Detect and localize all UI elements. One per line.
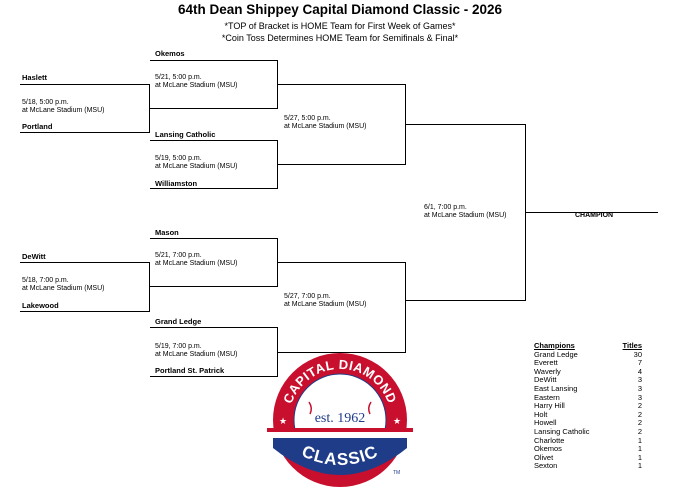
table-row: Howell 2 xyxy=(534,419,642,428)
game-venue: at McLane Stadium (MSU) xyxy=(155,163,238,170)
team-lakewood: Lakewood xyxy=(22,301,59,310)
table-row: Everett 7 xyxy=(534,359,642,368)
svg-text:★: ★ xyxy=(279,417,287,427)
champion-titles: 2 xyxy=(637,426,642,436)
team-dewitt: DeWitt xyxy=(22,252,46,261)
game-venue: at McLane Stadium (MSU) xyxy=(22,107,105,114)
champion-titles: 1 xyxy=(637,444,642,454)
champion-name: Grand Ledge xyxy=(534,349,578,359)
table-row: Olivet 1 xyxy=(534,452,642,463)
game-venue: at McLane Stadium (MSU) xyxy=(155,351,238,358)
table-row: Waverly 4 xyxy=(534,366,642,377)
logo-graphic: ★ ★ CAPITAL DIAMOND est. 1962 CLASSIC TM xyxy=(267,353,413,487)
champion-name: Howell xyxy=(534,418,557,428)
champion-titles: 1 xyxy=(637,461,642,471)
champion-titles: 30 xyxy=(633,349,642,359)
game-time: 5/19, 5:00 p.m. xyxy=(155,155,202,162)
game-venue: at McLane Stadium (MSU) xyxy=(284,301,367,308)
team-lansing-catholic: Lansing Catholic xyxy=(155,130,216,139)
game-venue: at McLane Stadium (MSU) xyxy=(424,212,507,219)
game-venue: at McLane Stadium (MSU) xyxy=(284,123,367,130)
game-time: 5/27, 5:00 p.m. xyxy=(284,115,331,122)
champion-titles: 1 xyxy=(637,452,642,462)
page-title: 64th Dean Shippey Capital Diamond Classi… xyxy=(177,2,503,17)
game-info: 5/18, 7:00 p.m. at McLane Stadium (MSU) xyxy=(22,277,104,293)
home-team-note: *TOP of Bracket is HOME Team for First W… xyxy=(224,21,456,31)
table-row: Sexton 1 xyxy=(534,462,642,471)
champion-name: Eastern xyxy=(534,392,560,402)
game-info: 5/19, 5:00 p.m. at McLane Stadium (MSU) xyxy=(155,155,237,171)
champion-name: DeWitt xyxy=(534,375,557,385)
champion-name: Sexton xyxy=(534,461,558,471)
capital-diamond-classic-logo: ★ ★ CAPITAL DIAMOND est. 1962 CLASSIC TM xyxy=(265,352,415,488)
game-info: 5/19, 7:00 p.m. at McLane Stadium (MSU) xyxy=(155,343,237,359)
team-grand-ledge: Grand Ledge xyxy=(155,317,202,326)
champion-titles: 2 xyxy=(637,418,642,428)
champion-titles: 2 xyxy=(637,401,642,411)
table-row: Eastern 3 xyxy=(534,392,642,403)
game-info: 5/27, 5:00 p.m. at McLane Stadium (MSU) xyxy=(284,115,366,131)
team-haslett: Haslett xyxy=(22,73,48,82)
game-venue: at McLane Stadium (MSU) xyxy=(155,82,238,89)
champion-name: East Lansing xyxy=(534,383,578,393)
champion-titles: 3 xyxy=(637,383,642,393)
table-row: Holt 2 xyxy=(534,409,642,420)
table-row: Harry Hill 2 xyxy=(534,402,642,411)
game-info: 5/18, 5:00 p.m. at McLane Stadium (MSU) xyxy=(22,99,104,115)
champion-name: Lansing Catholic xyxy=(534,426,590,436)
game-time: 5/21, 7:00 p.m. xyxy=(155,252,202,259)
game-time: 5/27, 7:00 p.m. xyxy=(284,293,331,300)
champion-name: Waverly xyxy=(534,366,561,376)
game-info: 5/27, 7:00 p.m. at McLane Stadium (MSU) xyxy=(284,293,366,309)
team-portland: Portland xyxy=(22,122,53,131)
champion-label: CHAMPION xyxy=(575,212,614,219)
table-row: East Lansing 3 xyxy=(534,383,642,394)
team-portland-st-patrick: Portland St. Patrick xyxy=(155,366,225,375)
game-time: 5/18, 7:00 p.m. xyxy=(22,277,69,284)
champion-titles: 3 xyxy=(637,392,642,402)
coin-toss-note: *Coin Toss Determines HOME Team for Semi… xyxy=(221,33,459,43)
champion-titles: 7 xyxy=(637,358,642,368)
game-time: 6/1, 7:00 p.m. xyxy=(424,204,467,211)
champion-titles: 1 xyxy=(637,435,642,445)
game-info: 5/21, 5:00 p.m. at McLane Stadium (MSU) xyxy=(155,74,237,90)
team-okemos: Okemos xyxy=(155,49,185,58)
game-time: 5/21, 5:00 p.m. xyxy=(155,74,202,81)
champion-name: Olivet xyxy=(534,452,554,462)
game-venue: at McLane Stadium (MSU) xyxy=(22,285,105,292)
table-row: DeWitt 3 xyxy=(534,376,642,385)
champions-header: Champions xyxy=(534,341,575,350)
champion-name: Harry Hill xyxy=(534,401,565,411)
champion-name: Holt xyxy=(534,409,548,419)
champion-titles: 2 xyxy=(637,409,642,419)
game-time: 5/18, 5:00 p.m. xyxy=(22,99,69,106)
table-row: Charlotte 1 xyxy=(534,435,642,446)
game-time: 5/19, 7:00 p.m. xyxy=(155,343,202,350)
champion-titles: 4 xyxy=(637,366,642,376)
champion-name: Okemos xyxy=(534,444,562,454)
table-row: Lansing Catholic 2 xyxy=(534,426,642,437)
team-mason: Mason xyxy=(155,228,179,237)
champion-titles: 3 xyxy=(637,375,642,385)
logo-center-text: est. 1962 xyxy=(315,411,366,426)
table-row: Okemos 1 xyxy=(534,445,642,454)
trademark-mark: TM xyxy=(393,470,400,476)
game-info: 5/21, 7:00 p.m. at McLane Stadium (MSU) xyxy=(155,252,237,268)
team-williamston: Williamston xyxy=(155,179,198,188)
final-game-info: 6/1, 7:00 p.m. at McLane Stadium (MSU) xyxy=(424,204,506,220)
champion-name: Everett xyxy=(534,358,558,368)
svg-text:★: ★ xyxy=(393,417,401,427)
game-venue: at McLane Stadium (MSU) xyxy=(155,260,238,267)
champion-name: Charlotte xyxy=(534,435,565,445)
titles-header: Titles xyxy=(622,341,642,350)
table-row: Grand Ledge 30 xyxy=(534,349,642,360)
